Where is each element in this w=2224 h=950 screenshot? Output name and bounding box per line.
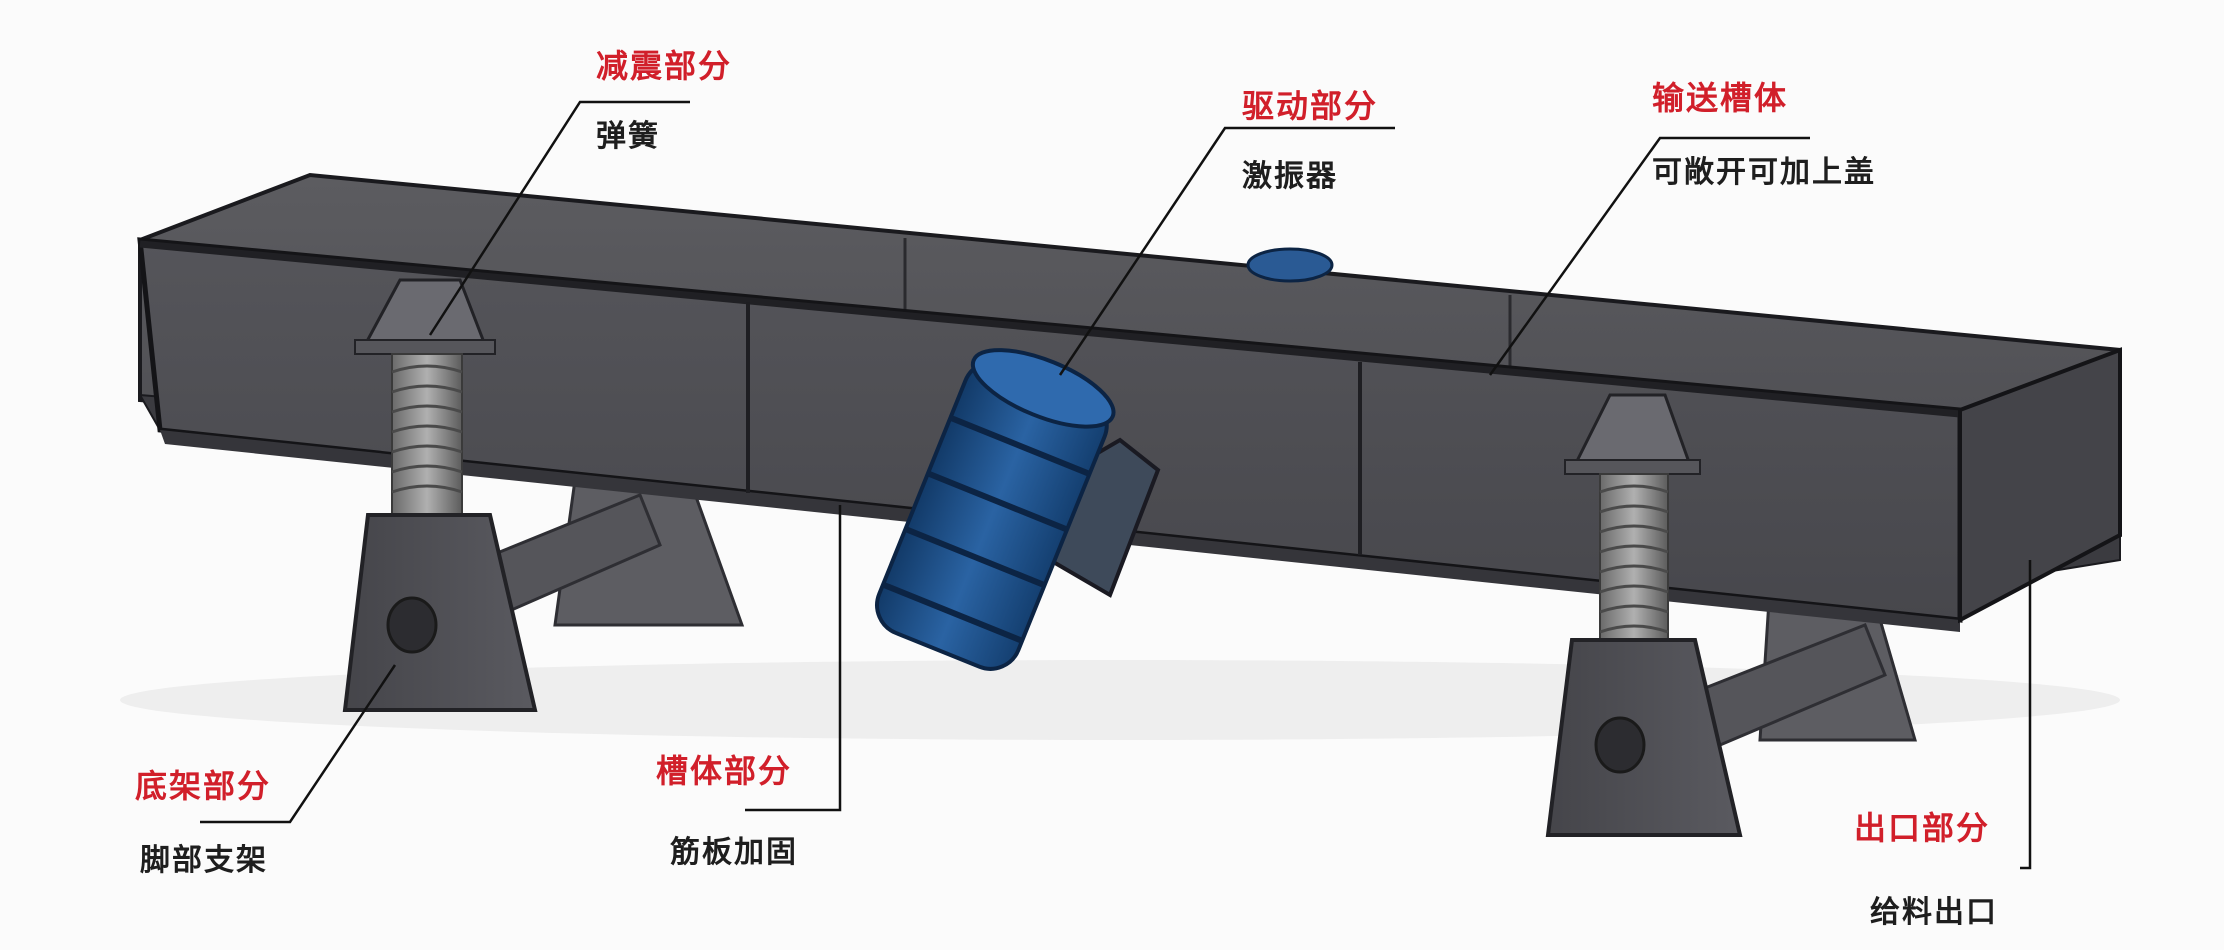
rear-vibration-motor	[1246, 247, 1334, 283]
left-leg-bolt-hole	[386, 596, 438, 654]
leader-body	[745, 505, 842, 812]
right-spring-plate	[1564, 459, 1701, 475]
body-title: 槽体部分	[656, 752, 793, 790]
front-end-cap	[1958, 347, 2122, 624]
base-sub: 脚部支架	[140, 843, 268, 878]
left-spring-plate	[354, 339, 496, 355]
leader-base	[200, 664, 397, 824]
damping-title: 减震部分	[596, 47, 733, 85]
vibration-motor	[875, 348, 1116, 671]
leader-outlet	[2020, 560, 2032, 870]
right-spring	[1599, 473, 1669, 645]
body-sub: 筋板加固	[670, 835, 798, 870]
right-leg-bolt-hole	[1594, 716, 1646, 774]
right-spring-coils	[1599, 484, 1669, 634]
leader-damping	[428, 100, 690, 336]
outlet-sub: 给料出口	[1870, 895, 1998, 930]
base-title: 底架部分	[135, 767, 272, 805]
leader-drive	[1058, 126, 1395, 376]
front-top-lip	[139, 240, 1961, 418]
drive-title: 驱动部分	[1242, 87, 1379, 125]
drive-sub: 激振器	[1242, 159, 1338, 194]
trough-title: 输送槽体	[1652, 79, 1789, 117]
left-spring-coils	[391, 364, 463, 494]
damping-sub: 弹簧	[596, 119, 660, 154]
leader-trough	[1488, 136, 1810, 376]
leader-lines	[200, 100, 2032, 870]
outlet-title: 出口部分	[1854, 809, 1991, 847]
front-left-leg	[342, 513, 538, 712]
trough-sub: 可敞开可加上盖	[1652, 155, 1876, 190]
